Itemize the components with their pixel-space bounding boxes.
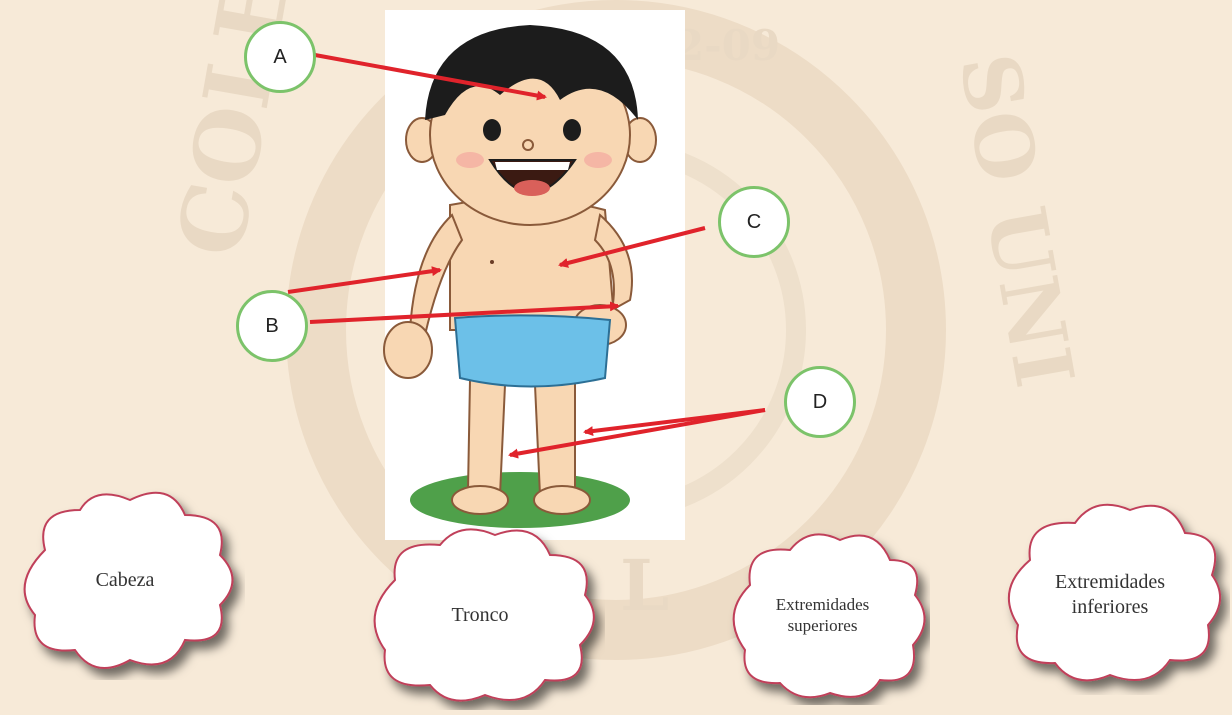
arrow-b-hand <box>310 306 618 322</box>
label-circle-a: A <box>244 21 316 93</box>
answer-extremidades-inferiores-line2: inferiores <box>1072 595 1149 620</box>
answer-tronco: Tronco <box>355 520 605 710</box>
label-circle-d: D <box>784 366 856 438</box>
answer-extremidades-superiores: Extremidades superiores <box>715 525 930 705</box>
answer-extremidades-inferiores: Extremidades inferiores <box>990 495 1230 695</box>
cloud-tronco: Tronco <box>355 520 605 710</box>
answer-extremidades-superiores-line2: superiores <box>788 615 858 636</box>
answer-extremidades-superiores-line1: Extremidades <box>776 594 869 615</box>
arrow-c-torso <box>560 228 705 265</box>
cloud-extremidades-inferiores: Extremidades inferiores <box>990 495 1230 695</box>
label-circle-b: B <box>236 290 308 362</box>
arrow-d-left-leg <box>510 410 765 455</box>
answer-cabeza: Cabeza <box>5 480 245 680</box>
answer-extremidades-inferiores-line1: Extremidades <box>1055 570 1165 595</box>
cloud-extremidades-superiores: Extremidades superiores <box>715 525 930 705</box>
arrow-a-head <box>315 55 545 97</box>
arrow-b-arm <box>288 270 440 292</box>
cloud-cabeza: Cabeza <box>5 480 245 680</box>
label-circle-c: C <box>718 186 790 258</box>
